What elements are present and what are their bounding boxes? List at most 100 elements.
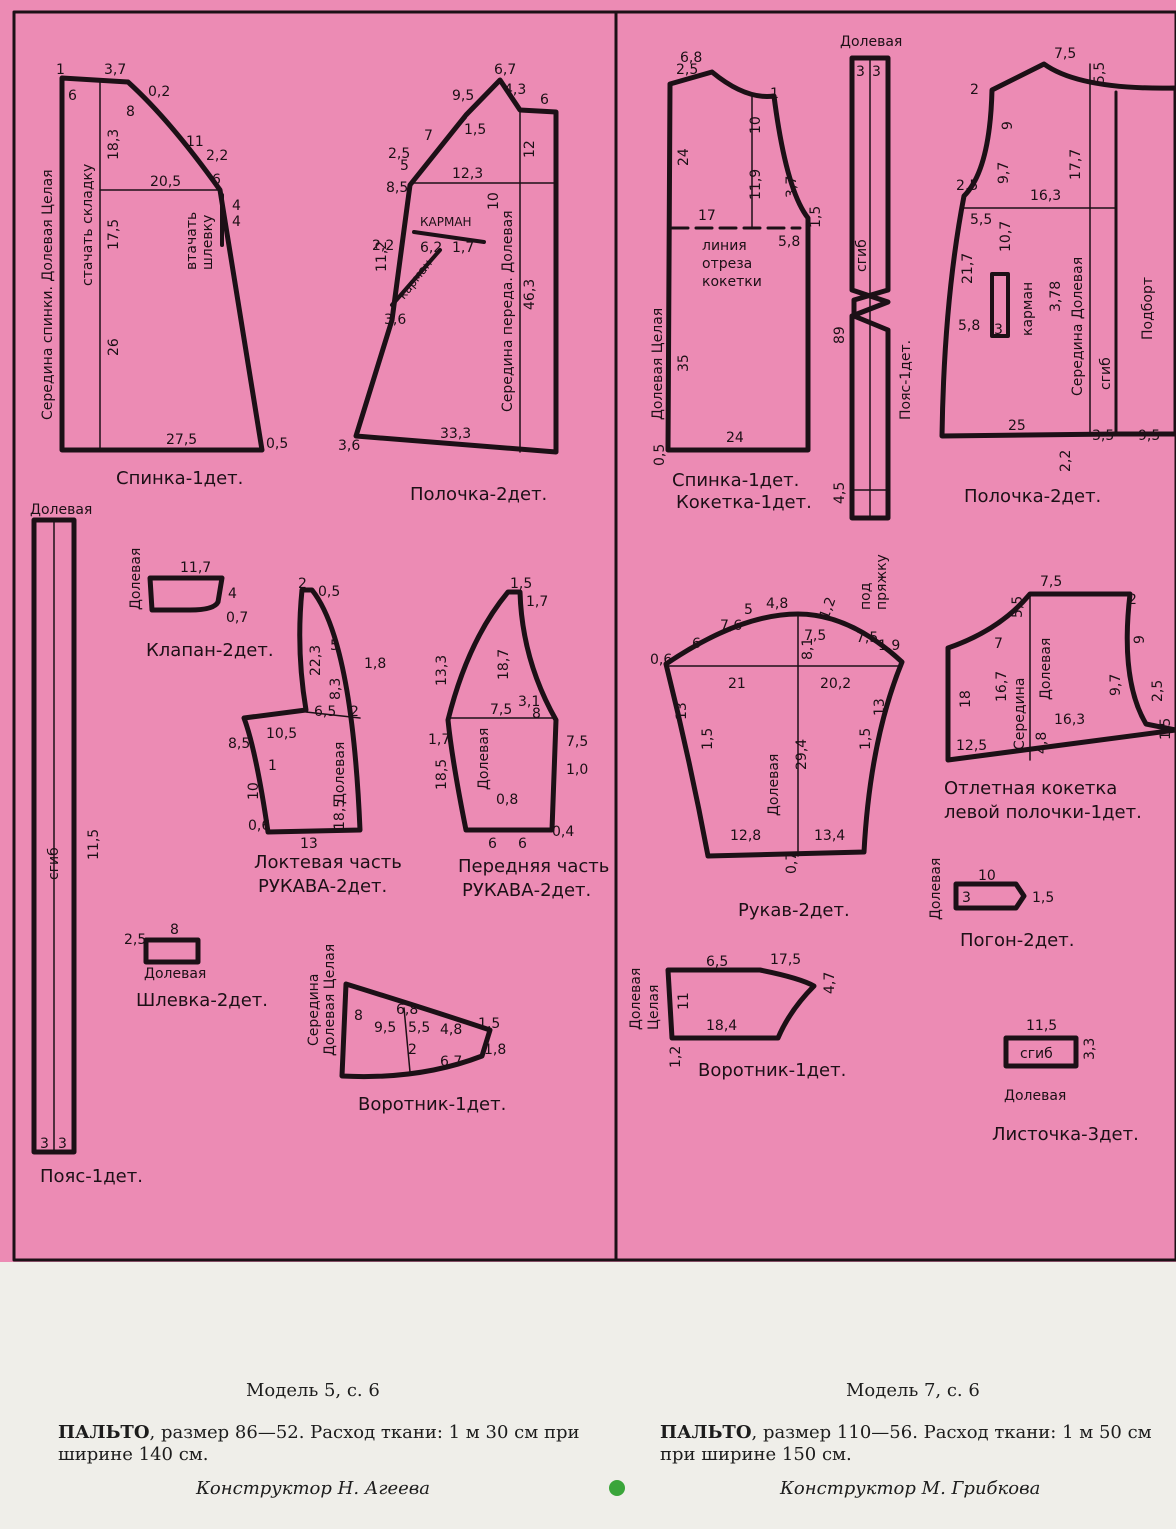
poyas-right-title: Пояс-1дет. [898,340,914,420]
dim-label: 8 [126,104,135,120]
otletnaya-dolevaya-label: Долевая [1038,638,1054,700]
poyas-right-sgib-label: сгиб [854,239,870,272]
dim-label: 2 [408,1042,417,1058]
dim-label: 11,7 [180,560,211,576]
dim-label: 7,5 [490,702,512,718]
dim-label: 2,5 [124,932,146,948]
polochka-right-piece [939,61,1176,439]
right-text: , размер 110—56. Расход ткани: 1 м 50 см… [660,1422,1152,1465]
dim-label: 25 [1008,418,1026,434]
dim-label: 11,2 [374,241,390,272]
dim-label: 0,6 [650,652,672,668]
dim-label: 11,5 [1026,1018,1057,1034]
dim-label: 13,3 [434,655,450,686]
dim-label: 6,2 [420,240,442,256]
spinka-right-title-2: Кокетка-1дет. [676,492,812,513]
left-author: Конструктор Н. Агеева [196,1478,431,1499]
dim-label: 35 [676,354,692,372]
left-title: ПАЛЬТО [58,1422,150,1443]
listochka-piece [1003,1035,1079,1069]
klapan-piece [147,575,225,613]
dim-label: 29,4 [794,739,810,770]
dim-label: 9,5 [452,88,474,104]
dim-label: 18 [958,690,974,708]
podbort-label: Подборт [1140,277,1156,340]
dim-label: 11,9 [748,169,764,200]
karman-slanted [390,248,442,307]
dim-label: 3,6 [384,312,406,328]
dim-label: 2,5 [388,146,410,162]
dim-label: 2,5 [1150,680,1166,702]
dim-label: 6 [68,88,77,104]
dim-label: 1,5 [1032,890,1054,906]
dim-label: 18,5 [434,759,450,790]
dim-label: 5,5 [970,212,992,228]
dim-label: 2 [298,576,307,592]
dim-label: 2,2 [206,148,228,164]
perednyaya-title-1: Передняя часть [458,856,609,877]
dim-label: 21,7 [960,253,976,284]
dim-label: 1,5 [858,728,874,750]
poyas-right-dolevaya-label: Долевая [840,34,902,50]
loktevaya-title-1: Локтевая часть [254,852,402,873]
dim-label: 18,7 [496,649,512,680]
dim-label: 3,7 [784,176,800,198]
dim-label: 1,8 [364,656,386,672]
dim-label: 7,5 [856,630,878,646]
poyas-dolevaya-label: Долевая [30,502,92,518]
liniya-label-1: линия [702,238,747,254]
dim-label: 3 [962,890,971,906]
dim-label: 13 [300,836,318,852]
dim-label: 0,8 [496,792,518,808]
dim-label: 18,3 [106,129,122,160]
vorotnik-right-piece [665,967,817,1041]
dim-label: 8,1 [800,638,816,660]
dim-label: 3 [856,64,865,80]
dim-label: 17,5 [770,952,801,968]
dim-label: 12 [522,140,538,158]
dim-label: 4,8 [1034,732,1050,754]
dim-label: 27,5 [166,432,197,448]
dim-label: 1,7 [526,594,548,610]
dim-label: 26 [106,338,122,356]
dim-label: 2,5 [956,178,978,194]
spinka-right-piece [665,69,811,453]
dim-label: 9,5 [1138,428,1160,444]
dim-label: 12,5 [956,738,987,754]
dim-label: 2 [1128,592,1137,608]
dim-label: 12,3 [452,166,483,182]
perednyaya-title-2: РУКАВА-2дет. [462,880,591,901]
liniya-label-3: кокетки [702,274,762,290]
dim-label: 20,5 [150,174,181,190]
dim-label: 2,5 [676,62,698,78]
dim-label: 17,5 [106,219,122,250]
dim-label: 1 [770,86,779,102]
vorotnik-celaya-label: Целая [646,985,662,1030]
dim-label: 1 [268,758,277,774]
klapan-dolevaya-label: Долевая [128,548,144,610]
dim-label: 11 [676,992,692,1010]
dim-label: 0,7 [784,852,800,874]
dim-label: 0,5 [318,584,340,600]
collar-center-label-1: Середина [306,974,322,1046]
dim-label: 0,7 [226,610,248,626]
shlevka-title: Шлевка-2дет. [136,990,268,1011]
otletnaya-title-1: Отлетная кокетка [944,778,1117,799]
dim-label: 4 [232,198,241,214]
listochka-dolevaya-label: Долевая [1004,1088,1066,1104]
dim-label: 8,3 [328,678,344,700]
dim-label: 5,8 [778,234,800,250]
collar-center-label-2: Долевая Целая [322,944,338,1056]
polochka-right-title: Полочка-2дет. [964,486,1101,507]
rukav-title: Рукав-2дет. [738,900,850,921]
liniya-label-2: отреза [702,256,752,272]
dim-label: 1,8 [484,1042,506,1058]
perednyaya-piece [445,589,559,833]
dim-label: 3 [994,322,1003,338]
dim-label: 4,7 [822,972,838,994]
dim-label: 1,5 [510,576,532,592]
dim-label: 16,3 [1054,712,1085,728]
dim-label: 1 [56,62,65,78]
dim-label: 2 [970,82,979,98]
dim-label: 9,5 [374,1020,396,1036]
